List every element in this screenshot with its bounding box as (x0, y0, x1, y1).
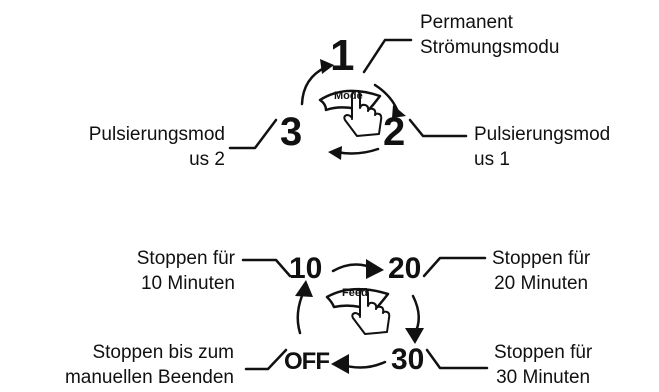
arrowhead-20-to-30 (405, 328, 424, 344)
mode-number-2: 2 (383, 110, 406, 154)
mode-label-1: Permanent Strömungsmodu (420, 10, 559, 60)
arrowhead-10-to-20 (366, 259, 384, 279)
mode-label-3-line2: us 2 (189, 149, 225, 170)
feed-hand-pointer-icon (351, 288, 391, 335)
feed-label-30: Stoppen für 30 Minuten (494, 340, 592, 390)
feed-label-20: Stoppen für 20 Minuten (492, 246, 590, 296)
connector-line-30 (425, 348, 489, 370)
feed-label-10-line1: Stoppen für (136, 248, 235, 269)
feed-number-10: 10 (289, 252, 323, 285)
connector-line-2 (408, 118, 468, 138)
mode-label-2-line1: Pulsierungsmod (474, 124, 611, 145)
mode-number-3: 3 (280, 110, 303, 154)
mode-label-3-line1: Pulsierungsmod (88, 124, 225, 145)
arrow-off-to-10 (296, 289, 306, 335)
feed-label-30-line1: Stoppen für (494, 342, 593, 363)
mode-hand-pointer-icon (343, 90, 383, 137)
mode-label-2: Pulsierungsmod us 1 (474, 122, 610, 172)
arrow-2-to-3 (334, 147, 380, 155)
connector-line-1 (362, 38, 413, 74)
feed-label-20-line2: 20 Minuten (494, 273, 589, 294)
feed-number-20: 20 (388, 252, 422, 285)
mode-label-1-line1: Permanent (420, 12, 513, 33)
feed-number-30: 30 (391, 343, 425, 376)
connector-line-10 (241, 258, 292, 278)
mode-button-label: Mode (334, 90, 363, 102)
arrowhead-30-to-off (331, 354, 349, 374)
feed-label-10: Stoppen für 10 Minuten (137, 246, 235, 296)
arrowhead-1-to-2 (392, 105, 406, 118)
arrowhead-2-to-3 (328, 146, 342, 160)
mode-label-2-line2: us 1 (474, 149, 510, 170)
mode-label-1-line2: Strömungsmodu (420, 37, 560, 58)
arrowhead-off-to-10 (295, 280, 313, 297)
connector-line-off (244, 348, 288, 371)
feed-label-off: Stoppen bis zum manuellen Beenden (65, 340, 234, 390)
arrowhead-3-to-1 (320, 59, 334, 74)
feed-label-off-line1: Stoppen bis zum (92, 342, 234, 363)
feed-button-label: Feed (342, 287, 368, 299)
mode-label-3: Pulsierungsmod us 2 (89, 122, 225, 172)
connector-line-20 (422, 256, 487, 278)
connector-line-3 (228, 118, 278, 150)
feed-number-off: OFF (284, 348, 330, 375)
feed-label-30-line2: 30 Minuten (496, 367, 591, 388)
mode-number-1: 1 (330, 31, 355, 80)
feed-label-10-line2: 10 Minuten (140, 273, 235, 294)
feed-label-20-line1: Stoppen für (492, 248, 591, 269)
feed-label-off-line2: manuellen Beenden (64, 367, 234, 388)
